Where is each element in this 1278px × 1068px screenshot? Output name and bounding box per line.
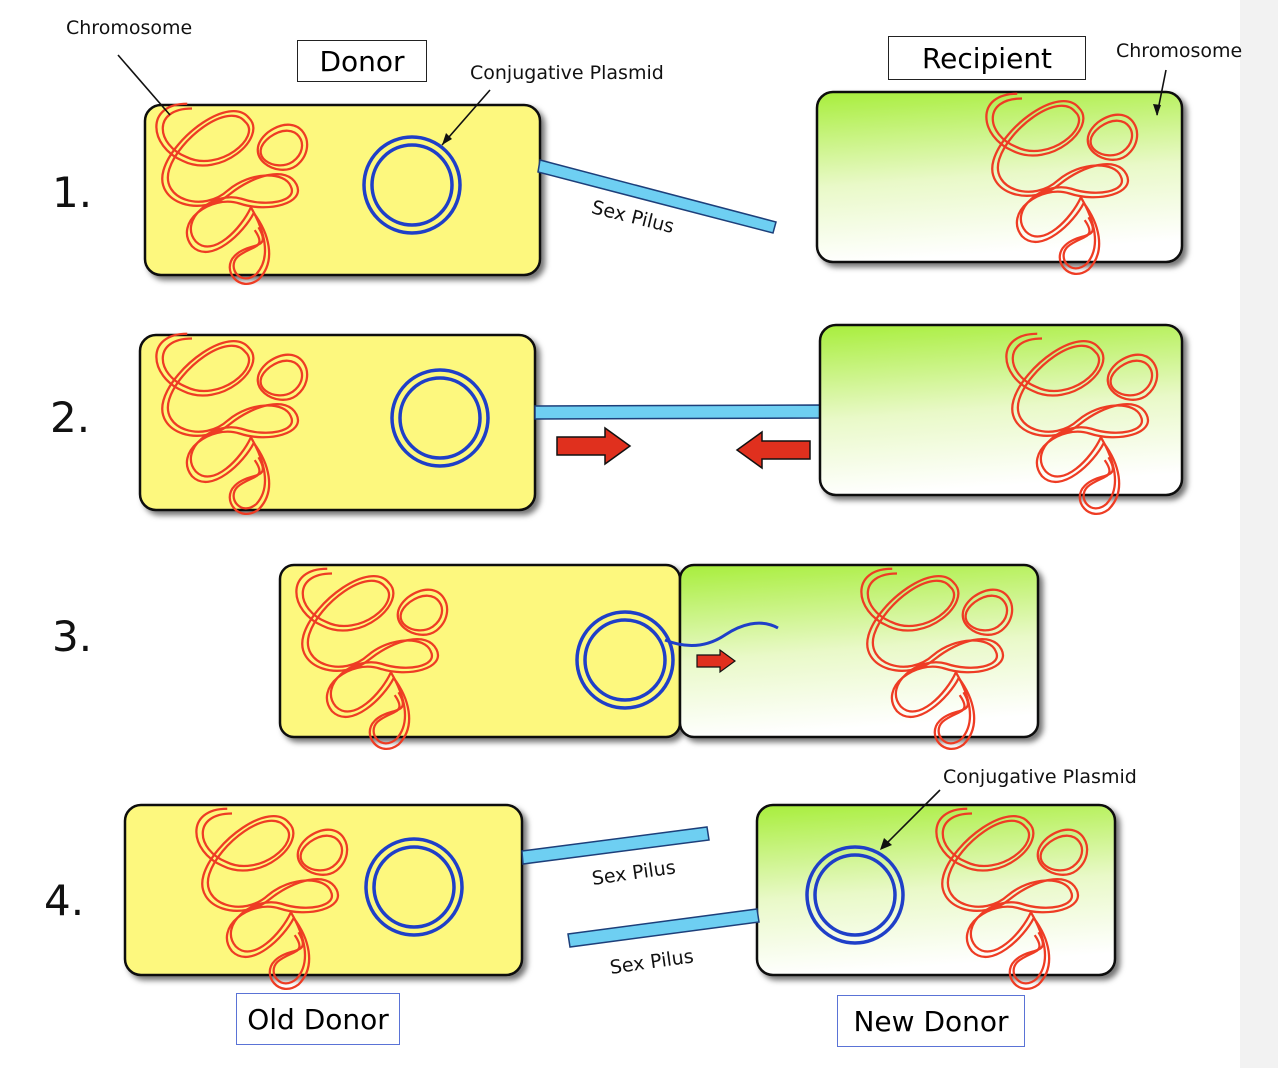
sex-pilus-2 xyxy=(534,404,821,420)
step-4-label: 4. xyxy=(44,876,85,925)
conjugation-diagram xyxy=(117,54,1184,991)
recipient-label: Recipient xyxy=(888,36,1086,80)
plasmid-pointer-top xyxy=(441,89,491,146)
new-donor-label: New Donor xyxy=(837,995,1025,1047)
chromosome-pointer-left xyxy=(117,54,171,116)
step-3-label: 3. xyxy=(52,612,93,661)
row-4 xyxy=(123,789,1117,991)
sex-pilus-4b xyxy=(567,908,760,948)
old-donor-label: Old Donor xyxy=(236,993,400,1045)
plasmid-pointer-bottom xyxy=(881,789,941,849)
sex-pilus-1 xyxy=(537,159,777,234)
page-edge-strip xyxy=(1240,0,1278,1068)
step-2-label: 2. xyxy=(50,393,91,442)
arrow-right-3 xyxy=(696,648,737,674)
row-2 xyxy=(138,323,1184,516)
sex-pilus-4a xyxy=(521,826,710,865)
donor-label: Donor xyxy=(297,40,427,82)
plasmid-pointer-bottom-head xyxy=(880,838,892,850)
chromosome-label-right: Chromosome xyxy=(1116,40,1243,62)
recipient-cell-2 xyxy=(818,323,1184,497)
plasmid-label-bottom: Conjugative Plasmid xyxy=(943,766,1137,788)
chromosome-label-left: Chromosome xyxy=(66,17,193,39)
row-3 xyxy=(278,563,1040,751)
chromosome-pointer-right-head xyxy=(1153,104,1161,116)
arrow-left-2 xyxy=(735,430,811,470)
row-1 xyxy=(117,54,1184,286)
arrow-right-2 xyxy=(556,426,632,466)
donor-cell-1 xyxy=(143,103,542,277)
plasmid-pointer-top-head xyxy=(442,133,452,145)
plasmid-label-top: Conjugative Plasmid xyxy=(470,62,664,84)
transferred-strand-3 xyxy=(664,621,779,647)
step-1-label: 1. xyxy=(52,168,93,217)
